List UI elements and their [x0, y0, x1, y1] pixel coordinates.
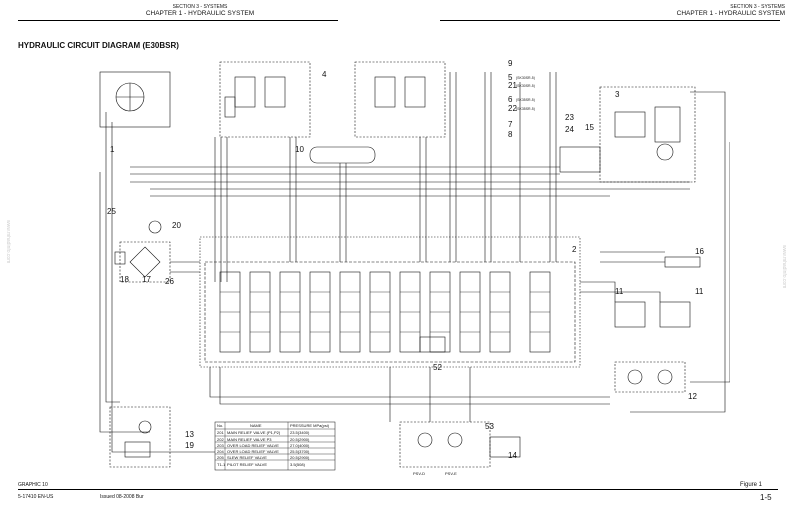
table-cell: 203	[217, 443, 224, 448]
callout-1: 1	[110, 145, 115, 154]
note-21: (SK30SR-5)	[516, 84, 535, 88]
psv-d-label: PSV-D	[413, 471, 425, 476]
note-6: (SK35SR-5)	[516, 98, 535, 102]
callout-26: 26	[165, 277, 174, 286]
callout-11a: 11	[615, 287, 624, 296]
note-5: (SK30SR-5)	[516, 76, 535, 80]
footer-doc-number: 5-17410 EN-US	[18, 494, 54, 500]
note-22: (SK35SR-5)	[516, 107, 535, 111]
hydraulic-circuit-diagram: 1 2 3 4 5 6 7 8 9 10 11 11 12 13 14 15 1…	[99, 59, 730, 476]
callout-3: 3	[615, 90, 620, 99]
callout-8: 8	[508, 130, 513, 139]
relief-valve-table: No. NAME PRESSURE MPa(psi) 201 MAIN RELI…	[214, 421, 336, 471]
side-mark-left: www.mhadinfo.com	[5, 220, 11, 264]
side-mark-right: www.mhadinfo.com	[781, 245, 787, 289]
header-rule-left	[18, 20, 338, 21]
table-cell: T1-1	[217, 462, 226, 467]
callout-23: 23	[565, 113, 574, 122]
footer-graphic: GRAPHIC 10	[18, 482, 48, 488]
table-cell: 201	[217, 430, 224, 435]
table-cell: PILOT RELIEF VALVE	[227, 462, 267, 467]
callout-11b: 11	[695, 287, 704, 296]
callout-52: 52	[433, 363, 442, 372]
table-cell: 27.0(4000)	[290, 443, 310, 448]
callout-24: 24	[565, 125, 574, 134]
footer-rule	[18, 489, 778, 490]
table-header-pressure: PRESSURE MPa(psi)	[290, 423, 330, 428]
callout-7: 7	[508, 120, 513, 129]
table-cell: OVER LOAD RELIEF VALVE	[227, 449, 279, 454]
callout-9: 9	[508, 59, 513, 68]
table-cell: 25.5(3700)	[290, 449, 310, 454]
callout-20: 20	[172, 221, 181, 230]
header-left-section: SECTION 3 - SYSTEMS	[172, 4, 228, 10]
psv-e-label: PSV-E	[445, 471, 457, 476]
callout-18: 18	[120, 275, 129, 284]
table-cell: 23.5(3400)	[290, 430, 310, 435]
header-left: SECTION 3 - SYSTEMS CHAPTER 1 - HYDRAULI…	[140, 4, 260, 18]
callout-21: 21	[508, 81, 517, 90]
header-right: SECTION 3 - SYSTEMS CHAPTER 1 - HYDRAULI…	[655, 4, 785, 18]
table-cell: 3.5(508)	[290, 462, 306, 467]
footer-issued: Issued 08-2008 Bur	[100, 494, 144, 500]
table-cell: 204	[217, 449, 224, 454]
table-cell: 20.5(2900)	[290, 437, 310, 442]
header-rule-right	[440, 20, 780, 21]
callout-2: 2	[572, 245, 577, 254]
callout-6: 6	[508, 95, 513, 104]
callout-4: 4	[322, 70, 327, 79]
callout-25: 25	[107, 207, 116, 216]
page-title: HYDRAULIC CIRCUIT DIAGRAM (E30BSR)	[18, 41, 179, 50]
table-cell: MAIN RELIEF VALVE P3	[227, 437, 272, 442]
table-cell: 205	[217, 455, 224, 460]
table-cell: OVER LOAD RELIEF VALVE	[227, 443, 279, 448]
callout-12: 12	[688, 392, 697, 401]
callout-17: 17	[142, 275, 151, 284]
callout-15: 15	[585, 123, 594, 132]
callout-5: 5	[508, 73, 513, 82]
footer-figure: Figure 1	[740, 482, 763, 488]
table-cell: 20.5(2900)	[290, 455, 310, 460]
page-number: 1-5	[760, 493, 772, 502]
table-cell: SLEW RELIEF VALVE	[227, 455, 267, 460]
table-cell: 202	[217, 437, 224, 442]
table-header-name: NAME	[250, 423, 262, 428]
callout-14: 14	[508, 451, 517, 460]
table-cell: MAIN RELIEF VALVE (P1,P2)	[227, 430, 281, 435]
callout-10: 10	[295, 145, 304, 154]
header-left-chapter: CHAPTER 1 - HYDRAULIC SYSTEM	[145, 10, 255, 17]
callout-13: 13	[185, 430, 194, 439]
header-right-section: SECTION 3 - SYSTEMS	[730, 4, 785, 10]
callout-53: 53	[485, 422, 494, 431]
callout-22: 22	[508, 104, 517, 113]
table-header-no: No.	[217, 423, 223, 428]
header-right-chapter: CHAPTER 1 - HYDRAULIC SYSTEM	[676, 10, 785, 17]
callout-19: 19	[185, 441, 194, 450]
callout-16: 16	[695, 247, 704, 256]
